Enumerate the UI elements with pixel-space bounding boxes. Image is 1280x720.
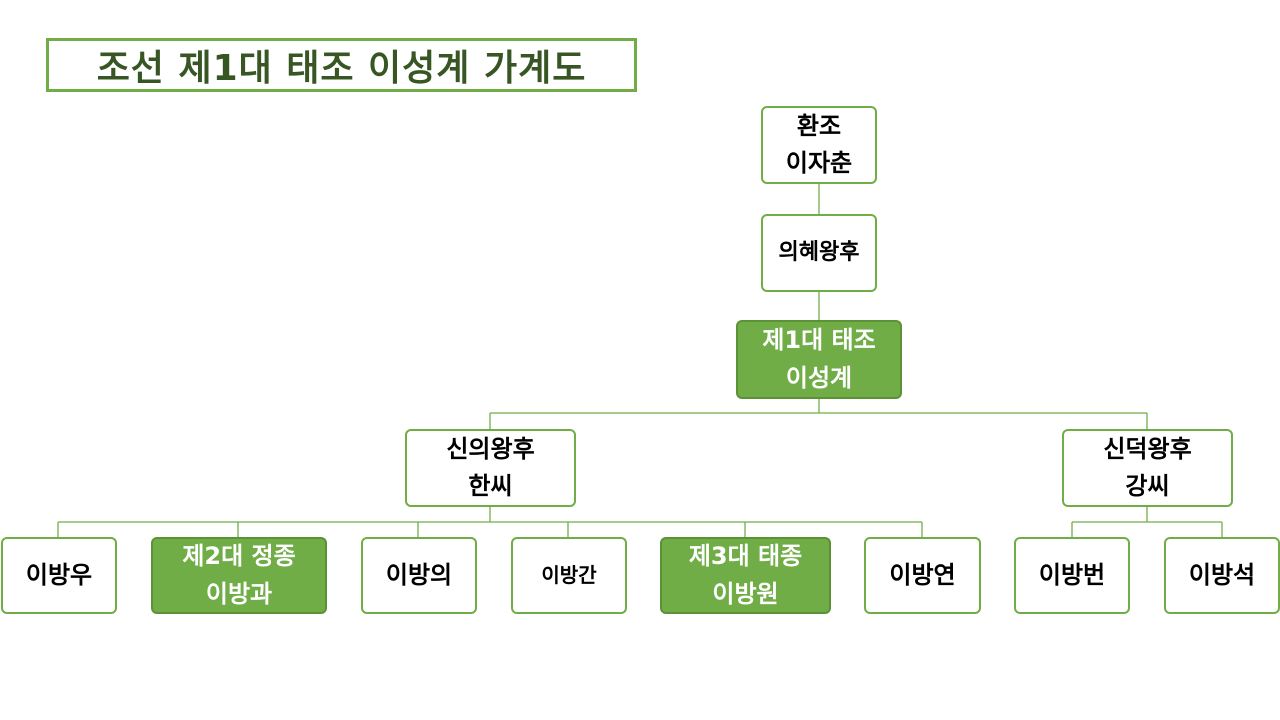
- node-taejo-title: 제1대 태조: [762, 326, 876, 355]
- node-hwanjo-name: 이자춘: [785, 149, 853, 177]
- node-bangbeon-name: 이방번: [1038, 560, 1106, 589]
- node-sindeok: 신덕왕후 강씨: [1062, 429, 1233, 507]
- node-bangseok-name: 이방석: [1188, 560, 1256, 589]
- node-bangui: 이방의: [361, 537, 477, 614]
- node-taejong-title: 제3대 태종: [688, 542, 803, 571]
- node-bangwoo: 이방우: [1, 537, 117, 614]
- node-hwanjo: 환조 이자춘: [761, 106, 877, 184]
- node-sinui: 신의왕후 한씨: [405, 429, 576, 507]
- node-jeongjong: 제2대 정종 이방과: [151, 537, 327, 614]
- node-taejo-name: 이성계: [785, 363, 853, 392]
- node-uihye: 의혜왕후: [761, 214, 877, 292]
- node-banggan-name: 이방간: [541, 563, 597, 587]
- node-bangyeon-name: 이방연: [889, 560, 956, 589]
- node-bangseok: 이방석: [1164, 537, 1280, 614]
- node-bangbeon: 이방번: [1014, 537, 1130, 614]
- node-jeongjong-title: 제2대 정종: [182, 542, 296, 571]
- node-uihye-title: 의혜왕후: [778, 239, 860, 265]
- node-banggan: 이방간: [511, 537, 627, 614]
- node-taejong-name: 이방원: [712, 579, 779, 608]
- node-sindeok-title: 신덕왕후: [1103, 434, 1192, 463]
- node-bangyeon: 이방연: [864, 537, 981, 614]
- node-bangui-name: 이방의: [385, 560, 453, 589]
- diagram-title: 조선 제1대 태조 이성계 가계도: [96, 48, 587, 89]
- node-sindeok-name: 강씨: [1125, 472, 1170, 500]
- node-jeongjong-name: 이방과: [205, 579, 273, 608]
- node-taejong: 제3대 태종 이방원: [660, 537, 831, 614]
- node-hwanjo-title: 환조: [796, 111, 842, 140]
- node-sinui-title: 신의왕후: [446, 434, 535, 463]
- node-sinui-name: 한씨: [468, 472, 513, 500]
- node-taejo: 제1대 태조 이성계: [736, 320, 902, 399]
- diagram-title-box: 조선 제1대 태조 이성계 가계도: [46, 38, 637, 92]
- node-bangwoo-name: 이방우: [25, 560, 93, 589]
